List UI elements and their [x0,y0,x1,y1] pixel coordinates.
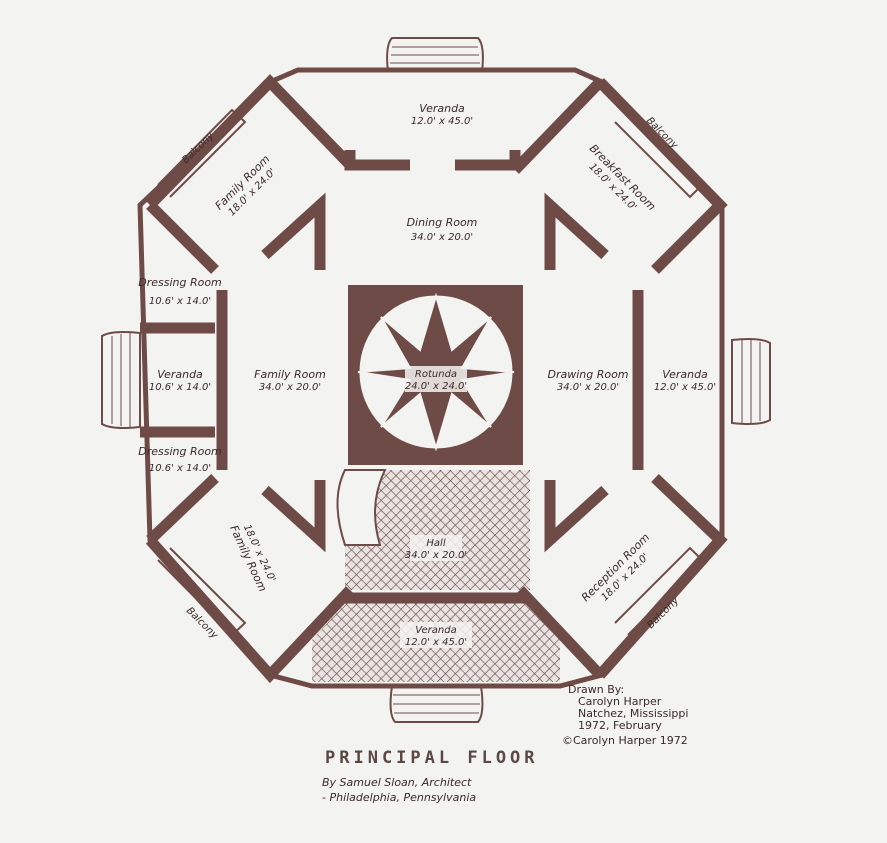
dressing-room-upper-name: Dressing Room [138,276,222,289]
dining-room-size: 34.0' x 20.0' [411,232,473,243]
drawn-by-block: Drawn By: Carolyn Harper Natchez, Missis… [562,683,688,747]
steps-west [101,331,141,429]
hall-floor [345,470,530,590]
veranda-west-name: Veranda [157,368,203,381]
plan-title: PRINCIPAL FLOOR [325,748,539,768]
drawing-room-size: 34.0' x 20.0' [557,382,619,393]
family-room-west-size: 34.0' x 20.0' [259,382,321,393]
drawn-by-name: Carolyn Harper [578,695,662,708]
drawn-by-date: 1972, February [578,719,662,732]
veranda-west-size: 10.6' x 14.0' [149,382,211,393]
rotunda-name: Rotunda [415,369,457,380]
interior-walls [140,74,728,684]
veranda-north-name: Veranda [419,102,465,115]
veranda-east-name: Veranda [662,368,708,381]
hall-name: Hall [426,538,445,549]
hall-size: 34.0' x 20.0' [405,550,467,561]
dining-room-name: Dining Room [407,216,478,229]
steps-south [389,685,484,723]
veranda-south-size: 12.0' x 45.0' [405,637,467,648]
architect-line1: By Samuel Sloan, Architect [322,776,472,789]
drawing-room-name: Drawing Room [547,368,628,381]
steps-east [731,338,771,425]
drawn-by-label: Drawn By: [568,683,624,696]
hall-stair [336,469,387,546]
dressing-room-upper-size: 10.6' x 14.0' [149,296,211,307]
veranda-north-size: 12.0' x 45.0' [411,116,473,127]
family-room-west-name: Family Room [254,368,326,381]
drawn-by-place: Natchez, Mississippi [578,707,688,720]
dressing-room-lower-name: Dressing Room [138,445,222,458]
steps-north [386,37,484,73]
rotunda-size: 24.0' x 24.0' [405,381,467,392]
veranda-east-size: 12.0' x 45.0' [654,382,716,393]
dressing-room-lower-size: 10.6' x 14.0' [149,463,211,474]
copyright: ©Carolyn Harper 1972 [562,734,688,747]
balconies [157,108,704,637]
architect-line2: - Philadelphia, Pennsylvania [322,791,476,804]
veranda-south-name: Veranda [415,625,456,636]
